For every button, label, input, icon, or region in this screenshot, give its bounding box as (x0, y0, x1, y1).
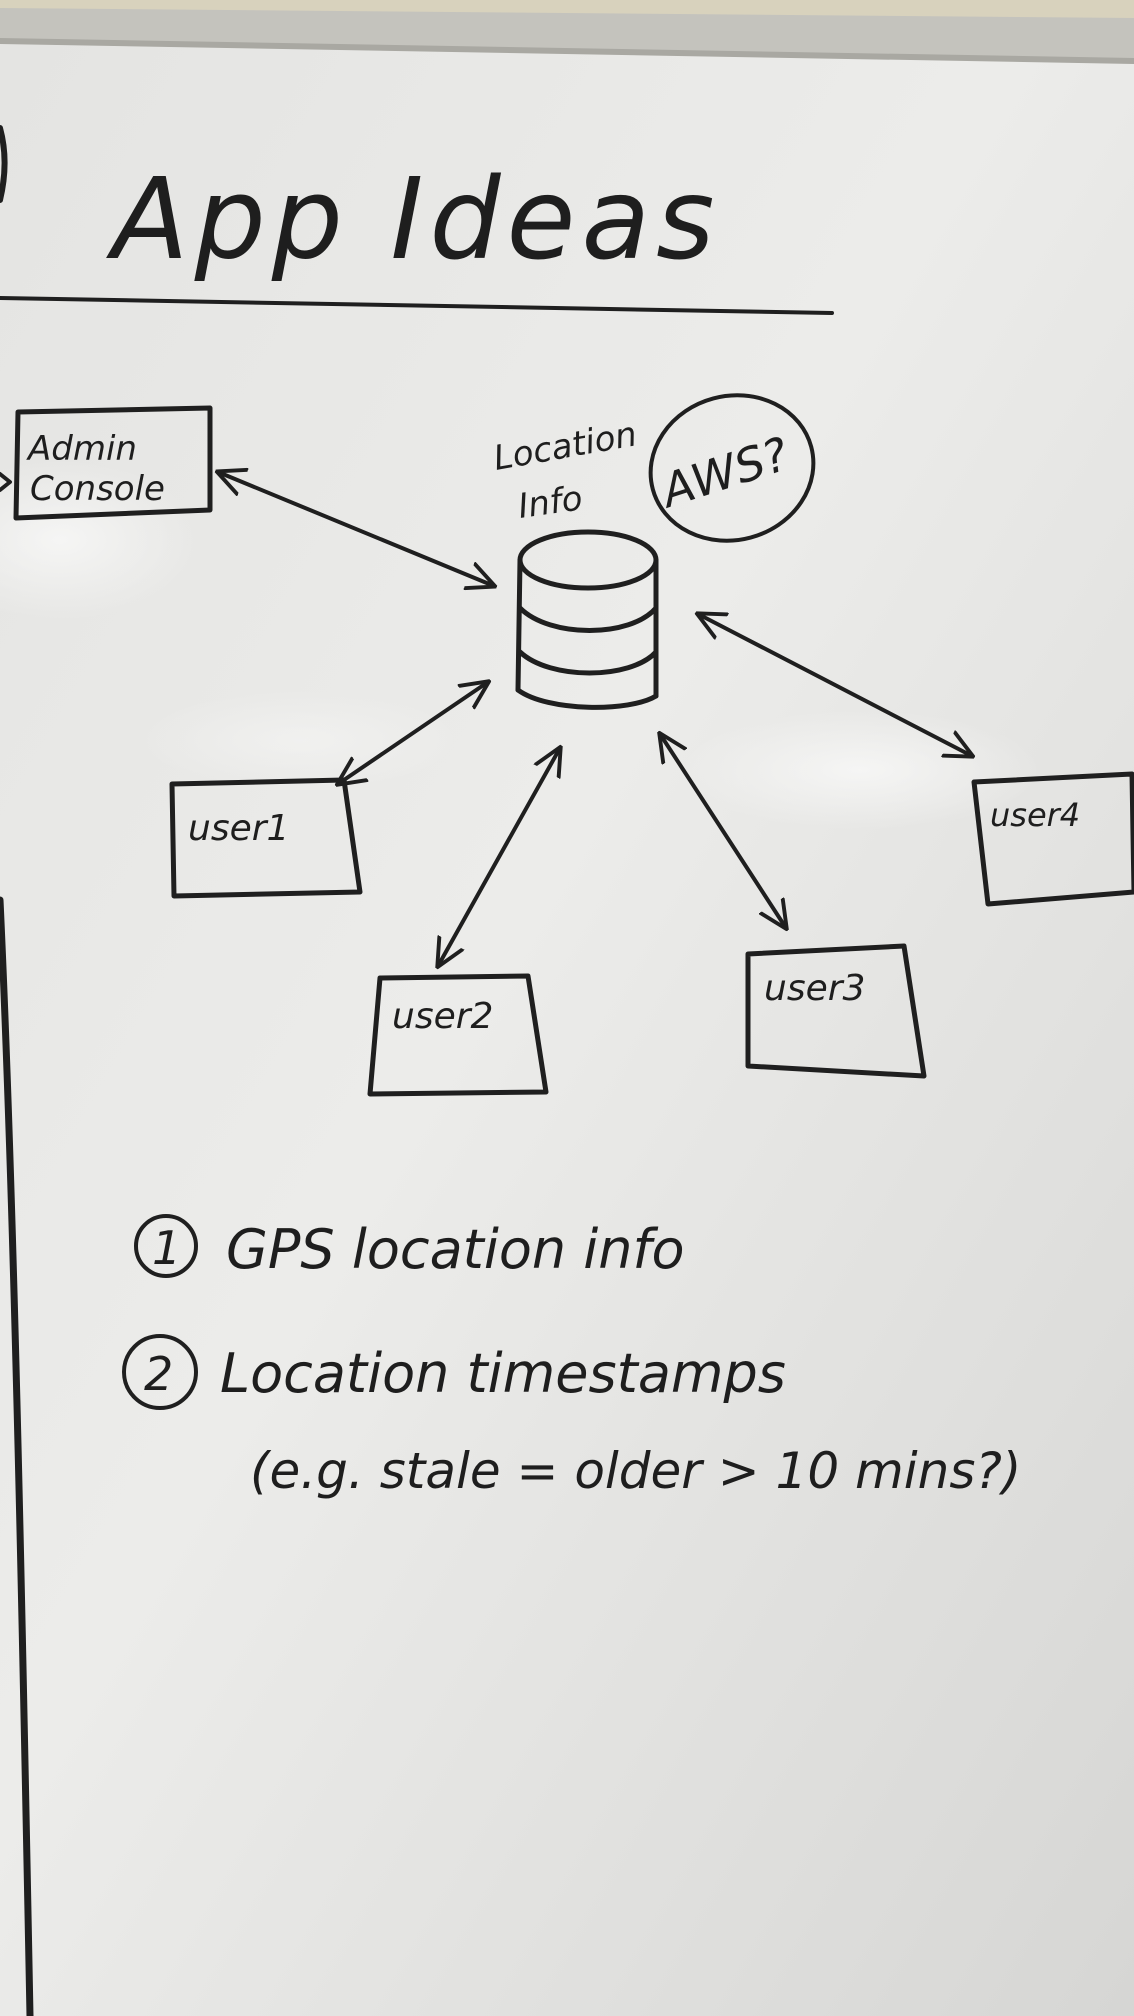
item2-subtext: (e.g. stale = older > 10 mins?) (250, 1442, 1021, 1500)
item2-number: 2 (144, 1347, 173, 1401)
item2-text: Location timestamps (220, 1342, 786, 1405)
board-frame (0, 8, 1134, 62)
user2-label: user2 (392, 996, 493, 1037)
arrow-user3-hub (660, 734, 786, 928)
aws-note-circle (648, 393, 816, 543)
user4-box (971, 771, 1134, 907)
light-glare (140, 690, 460, 790)
admin-console-box (13, 405, 213, 521)
user1-box (169, 777, 363, 899)
item2-number-circle (122, 1334, 198, 1410)
user1-label: user1 (188, 808, 289, 849)
user4-label: user4 (990, 796, 1080, 834)
arrow-user4-hub (698, 614, 972, 756)
admin-console-arrow-stub (0, 472, 12, 492)
user2-box (367, 973, 549, 1097)
database-icon (515, 529, 659, 710)
left-margin-mark (0, 125, 8, 203)
admin-console-label-line1: Admin (26, 429, 137, 469)
item1-text: GPS location info (226, 1218, 685, 1281)
user3-box (745, 943, 927, 1079)
item1-number: 1 (152, 1221, 181, 1275)
arrow-user2-hub (438, 748, 560, 966)
admin-console-label-line2: Console (30, 469, 165, 509)
board-surface (0, 44, 1134, 2016)
light-glare (680, 710, 1040, 830)
arrow-user1-hub (338, 682, 488, 784)
user3-label: user3 (764, 968, 865, 1009)
divider-line (0, 896, 34, 2016)
title-underline (0, 296, 834, 315)
item1-number-circle (134, 1214, 198, 1278)
arrow-admin-hub (218, 472, 494, 586)
hub-label-line2: Info (516, 478, 585, 527)
board-title: App Ideas (106, 155, 720, 285)
light-glare (0, 460, 200, 620)
